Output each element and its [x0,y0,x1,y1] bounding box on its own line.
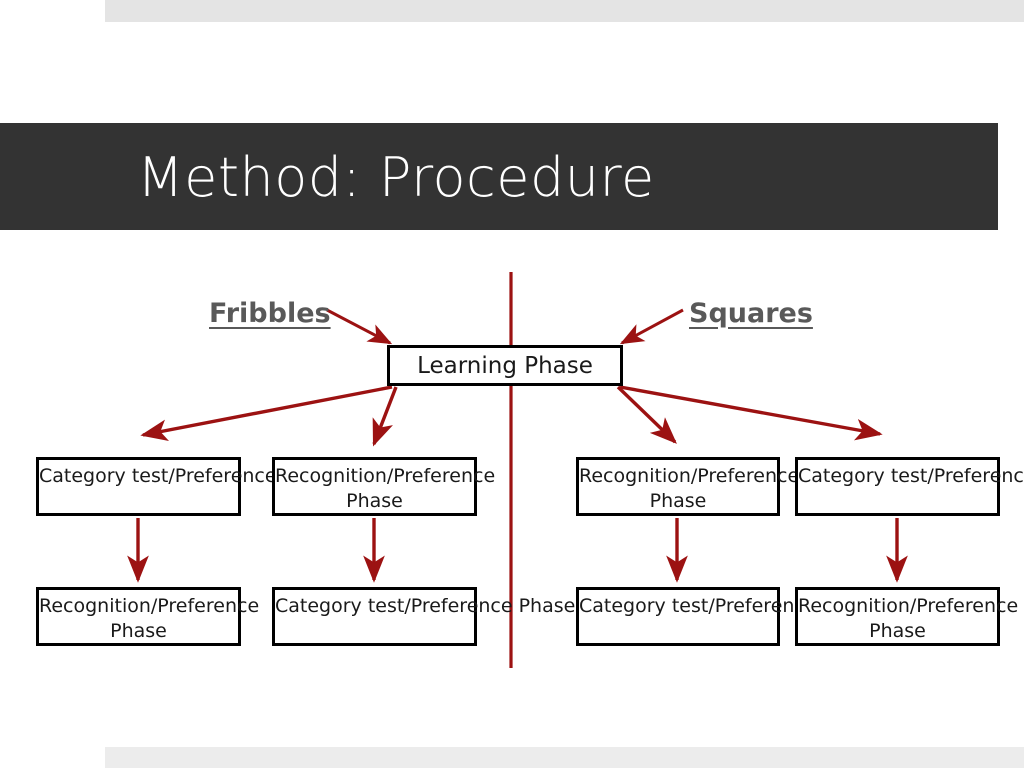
node-learning-phase[interactable]: Learning Phase [387,345,623,386]
node-col4-step1[interactable]: Category test/Preference Phase [795,457,1024,516]
title-bar [0,123,998,230]
node-col3-step1[interactable]: Recognition/Preference Phase [576,457,800,516]
decorative-band-top [105,0,1024,22]
node-col2-step1-label: Recognition/Preference Phase [275,465,496,512]
group-label-fribbles: Fribbles [209,298,331,329]
node-col1-step1[interactable]: Category test/Preference Phase [36,457,340,516]
node-col4-step2[interactable]: Recognition/Preference Phase [795,587,1019,646]
node-col3-step2[interactable]: Category test/Preference Phase [576,587,880,646]
node-col3-step2-label: Category test/Preference Phase [579,595,880,617]
procedure-flowchart: Fribbles Squares Learning Phase Category… [0,230,1024,747]
node-col2-step2[interactable]: Category test/Preference Phase [272,587,576,646]
node-col1-step2-label: Recognition/Preference Phase [39,595,260,642]
node-col1-step2[interactable]: Recognition/Preference Phase [36,587,260,646]
node-col4-step1-label: Category test/Preference Phase [798,465,1024,487]
page-title: Method: Procedure [137,146,655,209]
decorative-band-bottom [105,747,1024,768]
node-learning-phase-label: Learning Phase [417,353,593,379]
node-col4-step2-label: Recognition/Preference Phase [798,595,1019,642]
node-col2-step1[interactable]: Recognition/Preference Phase [272,457,496,516]
node-col2-step2-label: Category test/Preference Phase [275,595,576,617]
node-col1-step1-label: Category test/Preference Phase [39,465,340,487]
group-label-squares: Squares [689,298,813,329]
node-col3-step1-label: Recognition/Preference Phase [579,465,800,512]
